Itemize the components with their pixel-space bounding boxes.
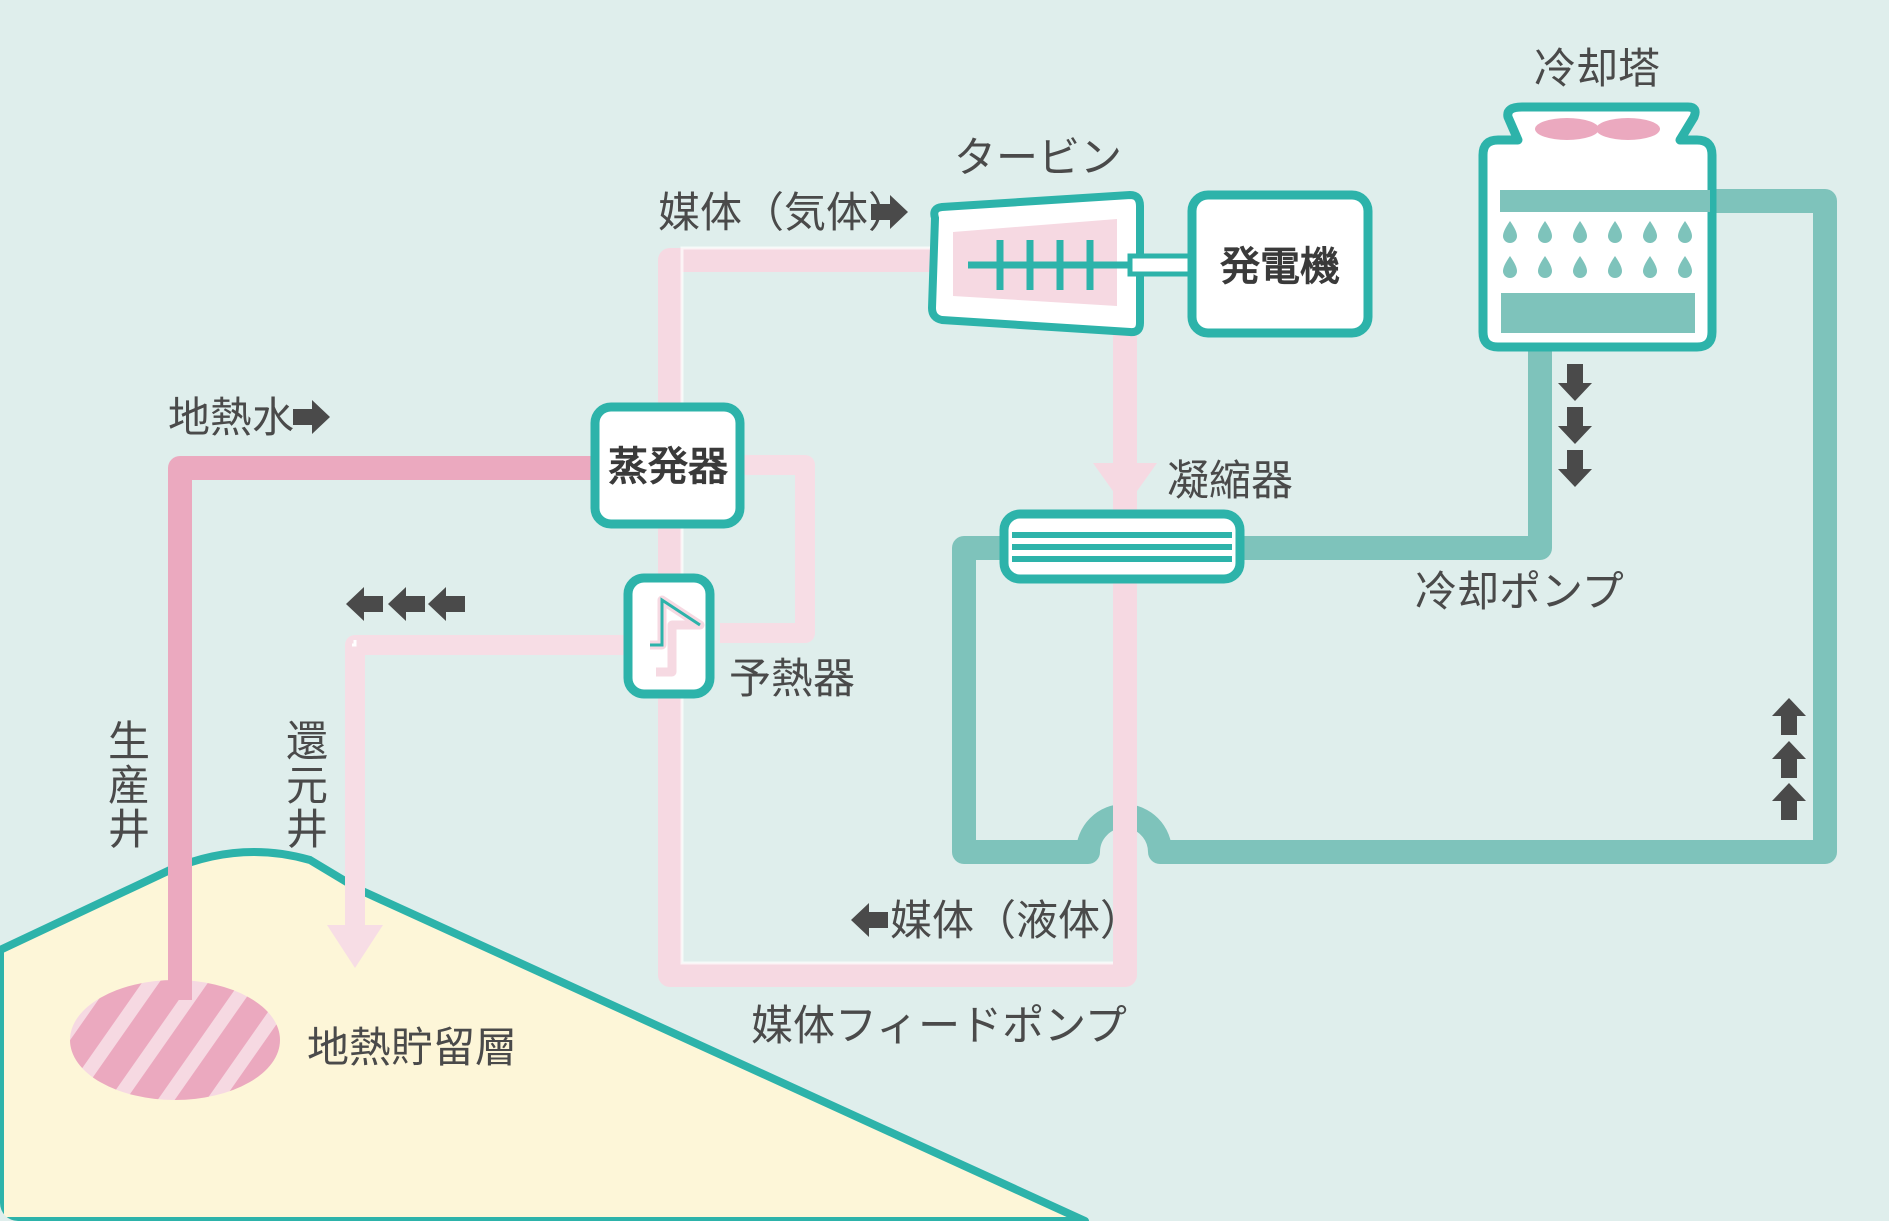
medium-gas-arrow-icon <box>871 195 908 229</box>
medium-down-arrowhead <box>1093 463 1157 508</box>
geothermal-water-label: 地熱水 <box>168 393 294 442</box>
svg-text:井: 井 <box>108 805 150 854</box>
condenser <box>999 509 1245 584</box>
evaporator-box <box>590 402 745 529</box>
reservoir-label: 地熱貯留層 <box>307 1023 517 1072</box>
medium-loop <box>658 248 1137 987</box>
up-arrow-icon-1 <box>1772 698 1806 735</box>
feed-pump-label: 媒体フィードポンプ <box>751 1001 1127 1050</box>
up-arrow-icon-3 <box>1772 783 1806 820</box>
down-arrow-icon-1 <box>1558 364 1592 401</box>
down-arrow-icon-3 <box>1558 450 1592 487</box>
preheater <box>623 573 715 699</box>
up-arrow-icon-2 <box>1772 741 1806 778</box>
turbine <box>927 190 1195 337</box>
reinjection-well-label: 還 元 井 <box>286 717 328 854</box>
generator-box <box>1187 190 1373 338</box>
return-arrow-icon-2 <box>388 587 425 621</box>
geothermal-production-pipe <box>168 456 595 1000</box>
svg-text:産: 産 <box>108 761 150 810</box>
medium-gas-label: 媒体（気体） <box>658 188 910 237</box>
svg-text:元: 元 <box>286 761 328 810</box>
reinjection-arrowhead <box>327 925 383 968</box>
svg-text:井: 井 <box>286 805 328 854</box>
down-arrow-icon-2 <box>1558 407 1592 444</box>
geothermal-water-arrow-icon <box>293 400 330 434</box>
condenser-label: 凝縮器 <box>1167 456 1293 505</box>
cooling-tower-label: 冷却塔 <box>1534 44 1660 93</box>
generator-label: 発電機 <box>1220 244 1340 290</box>
return-arrow-icon-1 <box>346 587 383 621</box>
return-arrow-icon-3 <box>428 587 465 621</box>
svg-text:生: 生 <box>108 717 150 766</box>
turbine-shaft <box>1127 253 1195 277</box>
cooling-tower <box>1478 102 1717 352</box>
turbine-label: タービン <box>954 133 1122 182</box>
preheater-label: 予熱器 <box>729 654 855 703</box>
water-droplets <box>1503 221 1692 278</box>
evaporator-label: 蒸発器 <box>608 444 729 490</box>
geothermal-reservoir <box>70 980 280 1100</box>
flow-arrows <box>293 195 1806 937</box>
production-well-label: 生 産 井 <box>108 717 150 854</box>
cooling-pump-label: 冷却ポンプ <box>1415 567 1624 616</box>
svg-text:還: 還 <box>286 717 328 766</box>
medium-liquid-arrow-icon <box>851 903 888 937</box>
medium-liquid-label: 媒体（液体） <box>890 896 1142 945</box>
